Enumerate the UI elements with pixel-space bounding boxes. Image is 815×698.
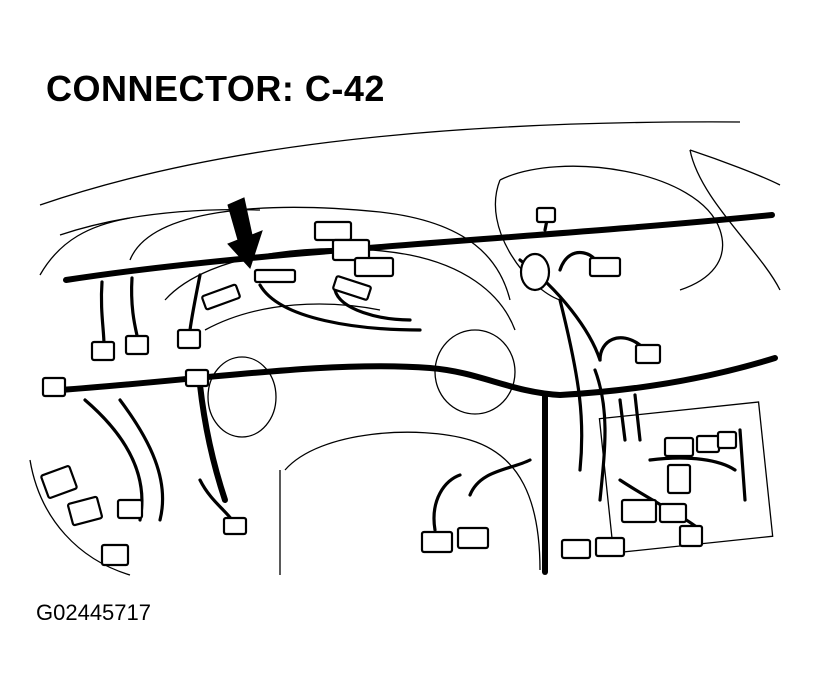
- dashboard-outline: [29, 121, 781, 576]
- connector-c42: [253, 268, 297, 284]
- figure-code: G02445717: [36, 600, 151, 625]
- diagram-title: CONNECTOR: C-42: [46, 68, 385, 109]
- connectors: [40, 206, 738, 567]
- main-harnesses: [57, 212, 778, 575]
- pointer-arrow: [227, 197, 263, 269]
